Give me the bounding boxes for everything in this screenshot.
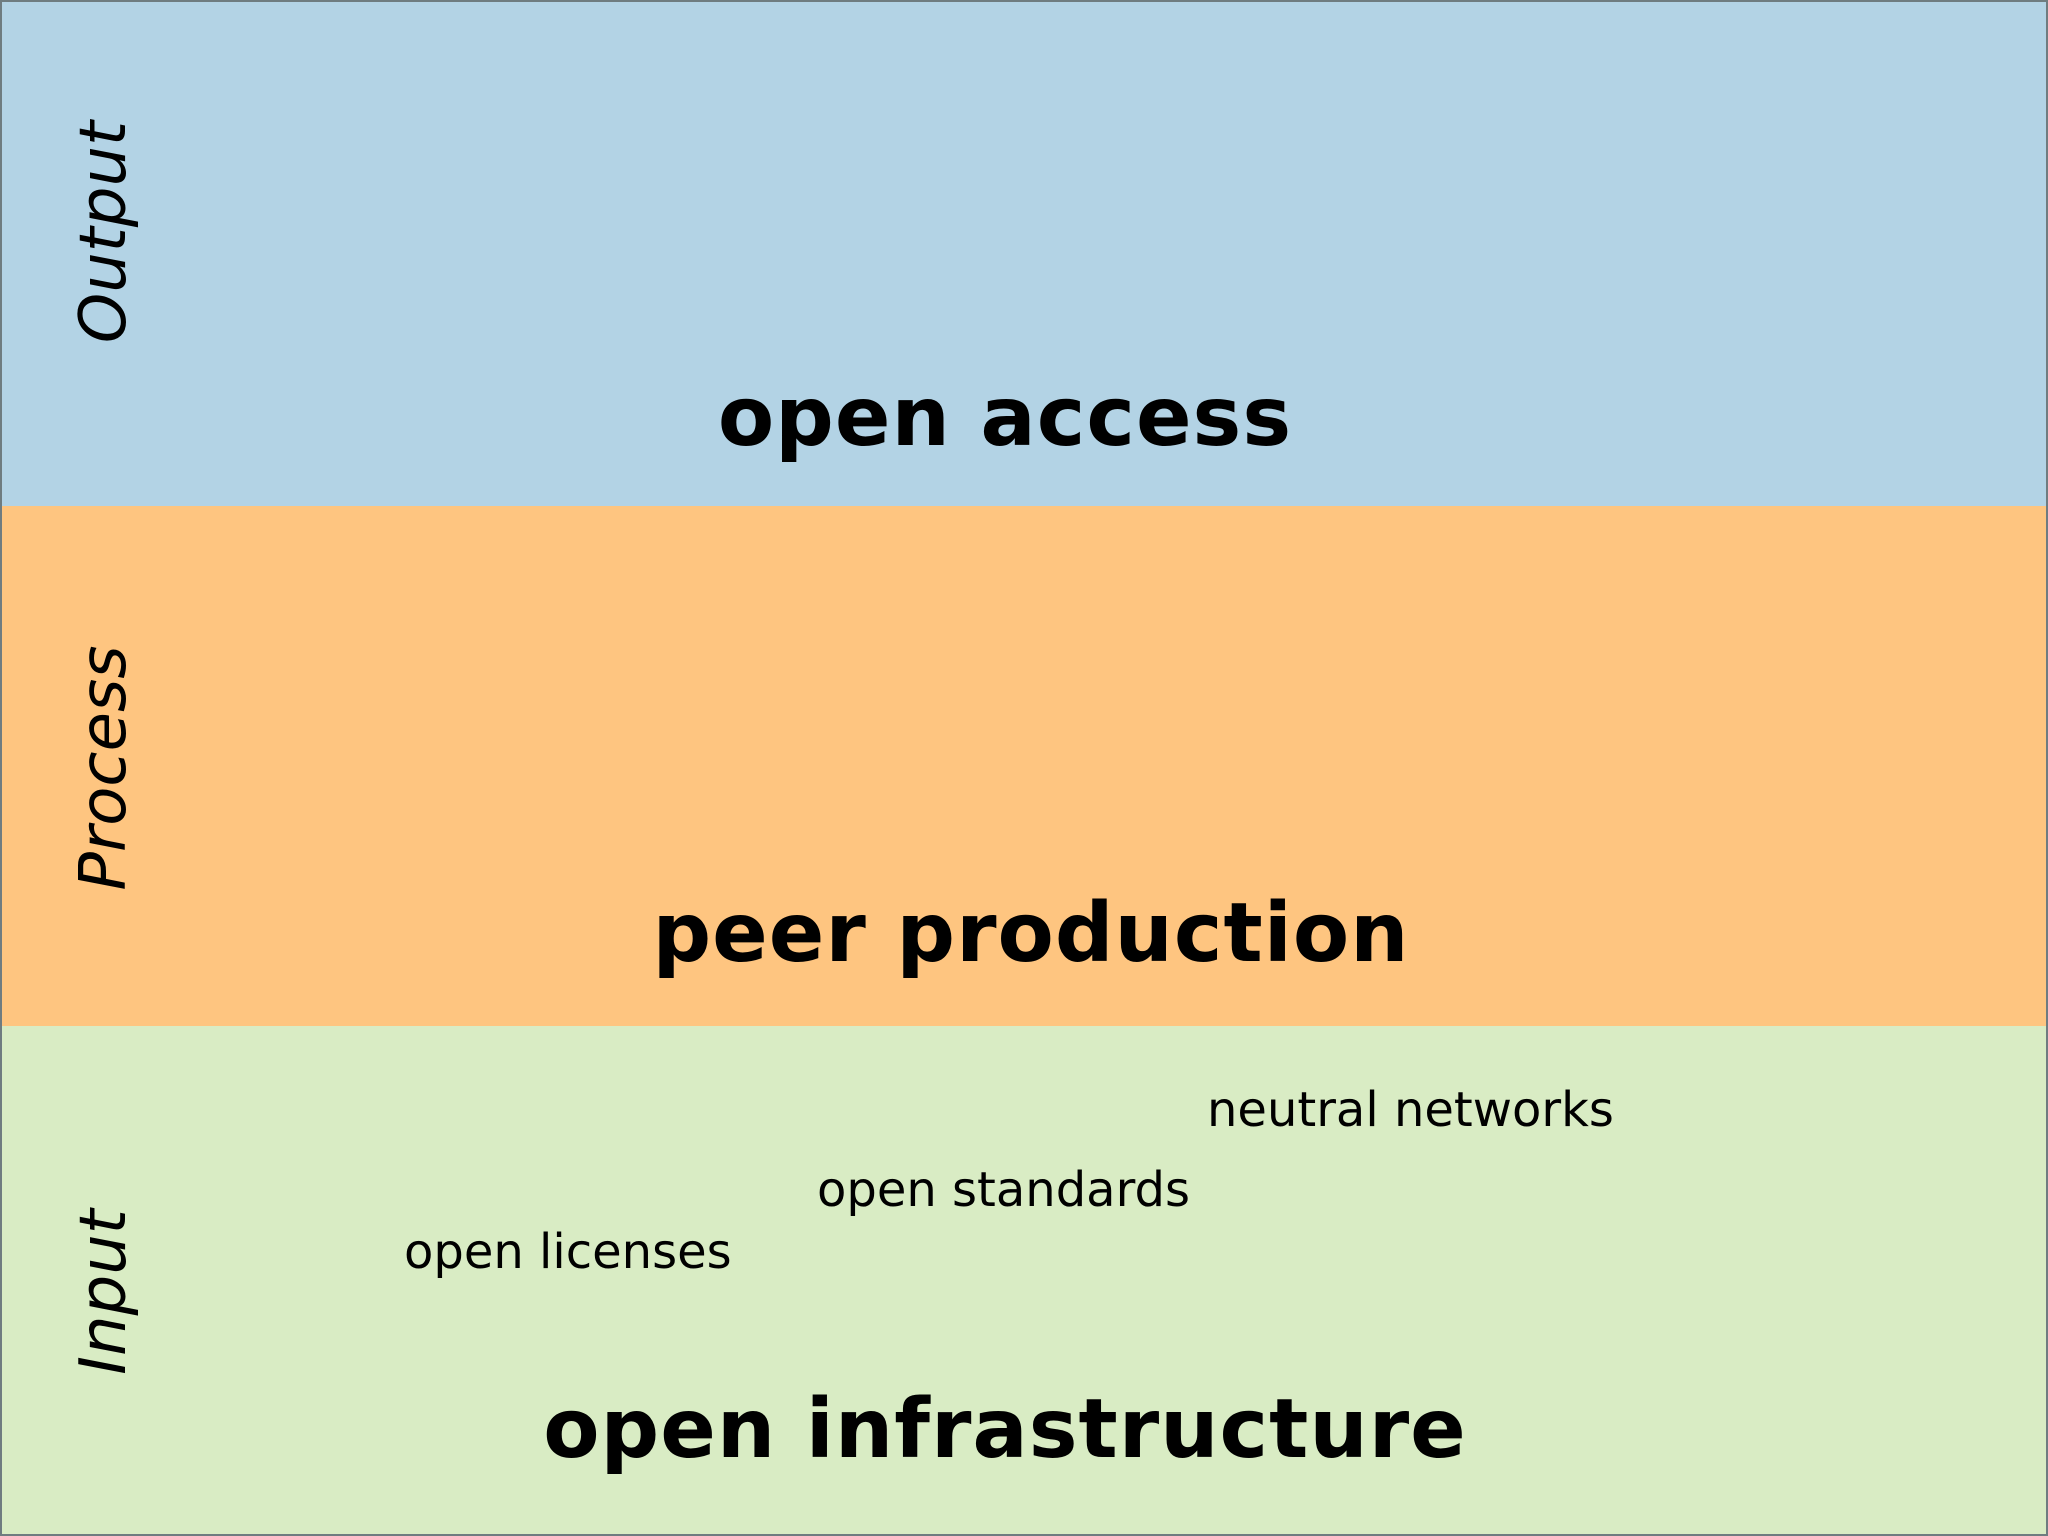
output-layer-title: open access (717, 370, 1293, 465)
input-layer: Input neutral networks open standards op… (2, 1026, 2046, 1534)
input-layer-label: Input (67, 1209, 141, 1375)
input-item-open-licenses: open licenses (404, 1224, 732, 1280)
process-layer: Process peer production (2, 506, 2046, 1026)
output-layer-label: Output (67, 120, 141, 344)
input-item-neutral-networks: neutral networks (1207, 1082, 1614, 1138)
process-layer-title: peer production (652, 886, 1410, 981)
input-item-open-standards: open standards (817, 1162, 1190, 1218)
output-layer: Output open access (2, 2, 2046, 506)
process-layer-label: Process (67, 645, 141, 891)
input-layer-title: open infrastructure (543, 1382, 1467, 1477)
